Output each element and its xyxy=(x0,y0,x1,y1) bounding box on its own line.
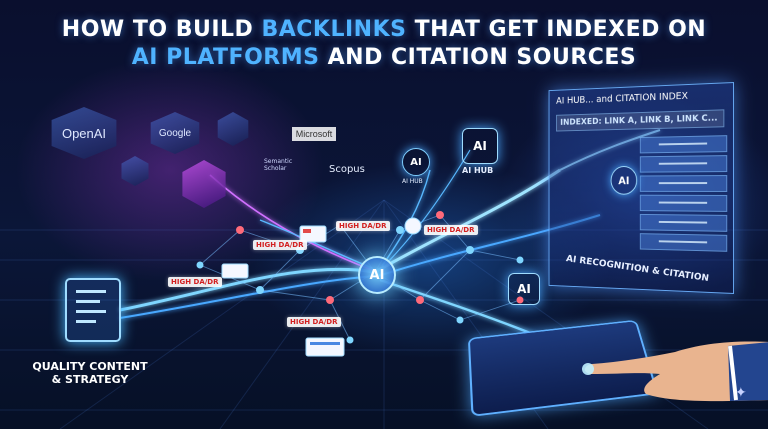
caption-line-2: & STRATEGY xyxy=(20,373,160,386)
microsoft-logo-icon: Microsoft xyxy=(284,123,344,145)
doc-line xyxy=(76,290,106,293)
panel-ai-node: AI xyxy=(611,166,638,195)
microsoft-label: Microsoft xyxy=(292,127,337,141)
ai-recognition-icon-label: AI xyxy=(517,282,531,296)
openai-label: OpenAI xyxy=(62,126,106,141)
indexed-links-bar: INDEXED: LINK A, LINK B, LINK C... xyxy=(556,109,724,131)
caption-line-1: QUALITY CONTENT xyxy=(20,360,160,373)
doc-line xyxy=(76,310,106,313)
scopus-logo: Scopus xyxy=(329,164,365,175)
doc-line xyxy=(76,300,100,303)
ai-small-label: AI xyxy=(410,157,421,168)
high-da-tag: HIGH DA/DR xyxy=(253,240,307,250)
ai-hub-small-label: AI HUB xyxy=(402,178,423,185)
google-logo-icon: Google xyxy=(148,112,202,154)
ai-hub-icon: AI xyxy=(462,128,498,164)
gear-hex-icon xyxy=(120,156,150,186)
semantic-line-1: Semantic xyxy=(264,158,292,165)
network-hex-icon xyxy=(216,112,250,146)
ai-small-node: AI xyxy=(402,148,430,176)
sparkle-icon: ✦ xyxy=(735,384,747,401)
panel-row xyxy=(640,214,727,232)
panel-ai-label: AI xyxy=(618,174,629,186)
semantic-line-2: Scholar xyxy=(264,165,292,172)
panel-row xyxy=(640,233,727,252)
google-label: Google xyxy=(159,128,191,139)
hex-frame xyxy=(120,156,150,186)
ai-hub-label: AI HUB xyxy=(462,166,493,175)
central-hex-icon xyxy=(180,160,228,208)
doc-line xyxy=(76,320,96,323)
hex-frame xyxy=(180,160,228,208)
high-da-tag: HIGH DA/DR xyxy=(287,317,341,327)
quality-content-caption: QUALITY CONTENT & STRATEGY xyxy=(20,360,160,386)
panel-row xyxy=(640,175,727,192)
central-ai-node: AI xyxy=(358,256,396,294)
openai-logo-icon: OpenAI xyxy=(48,107,120,159)
panel-row xyxy=(640,135,727,153)
hex-frame xyxy=(216,112,250,146)
document-icon xyxy=(65,278,121,342)
high-da-tag: HIGH DA/DR xyxy=(424,225,478,235)
ai-recognition-icon: AI xyxy=(508,273,540,305)
high-da-tag: HIGH DA/DR xyxy=(336,221,390,231)
high-da-tag: HIGH DA/DR xyxy=(168,277,222,287)
panel-row xyxy=(640,155,727,173)
ai-hub-icon-label: AI xyxy=(473,139,487,153)
central-ai-label: AI xyxy=(370,268,385,283)
panel-header: AI HUB... and CITATION INDEX xyxy=(556,91,688,107)
semantic-scholar-logo: Semantic Scholar xyxy=(264,158,292,172)
panel-row xyxy=(640,195,727,212)
